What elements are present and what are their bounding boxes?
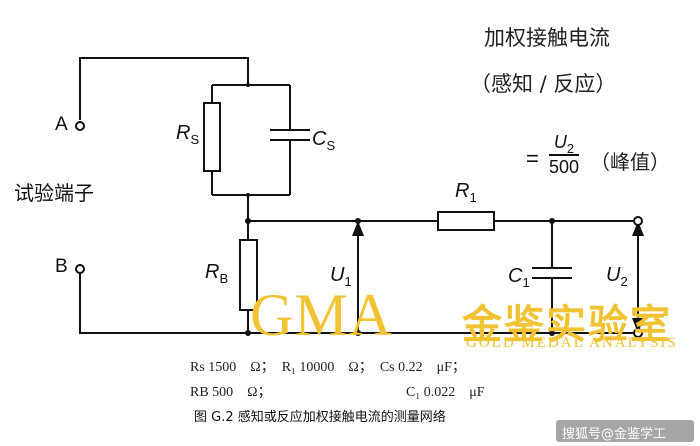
label-u1: U1 [330, 264, 352, 289]
label-rs: RS [176, 122, 200, 147]
u2-arrow-head-bottom [632, 318, 644, 333]
params-line-2b: C₁ 0.022 μF [406, 385, 485, 400]
figure-caption: 图 G.2 感知或反应加权接触电流的测量网络 [194, 410, 446, 425]
resistor-rs [203, 102, 221, 172]
label-c1: C1 [508, 265, 530, 290]
formula-equals: = [526, 146, 539, 171]
params-line-2a: RB 500 Ω； [190, 385, 272, 400]
junction-dot [549, 218, 555, 224]
watermark-chinese: 金鉴实验室 [462, 302, 672, 348]
label-rb: RB [205, 261, 229, 286]
formula-numerator: U2 [549, 132, 580, 156]
junction-dot [245, 218, 251, 224]
terminal-b-label: B [55, 256, 68, 277]
u2-arrow-head-top [632, 221, 644, 236]
params-line-1: Rs 1500 Ω； R₁ 10000 Ω； Cs 0.22 μF； [190, 360, 466, 375]
resistor-r1 [437, 211, 495, 231]
watermark-gma: GMA [250, 282, 394, 348]
label-u2: U2 [606, 264, 628, 289]
formula-fraction: U2 500 [549, 132, 580, 178]
label-r1: R1 [455, 180, 477, 205]
wire-b [79, 273, 638, 334]
u1-arrow-head [352, 221, 364, 236]
junction-dot [246, 83, 250, 87]
terminal-b [75, 264, 85, 274]
terminal-right-bottom [633, 328, 643, 338]
formula-denominator: 500 [549, 157, 580, 177]
page-subtitle: （感知 / 反应） [470, 72, 617, 96]
wire-a [79, 57, 249, 120]
source-credit: 搜狐号@金鉴学工 [562, 427, 667, 442]
junction-dot [355, 330, 361, 336]
terminal-a-label: A [55, 114, 68, 135]
junction-dot [355, 218, 361, 224]
test-terminals-label: 试验端子 [14, 181, 94, 205]
watermark-english: GOLD MEDAL ANALYSIS [466, 335, 678, 351]
junction-dot [245, 330, 251, 336]
credit-background [556, 420, 694, 442]
junction-dot [549, 330, 555, 336]
terminal-a [75, 121, 85, 131]
label-cs: CS [312, 128, 336, 153]
page-title: 加权接触电流 [484, 26, 610, 50]
terminal-right-top [633, 216, 643, 226]
formula-note: （峰值） [590, 150, 670, 174]
junction-dot [246, 193, 250, 197]
